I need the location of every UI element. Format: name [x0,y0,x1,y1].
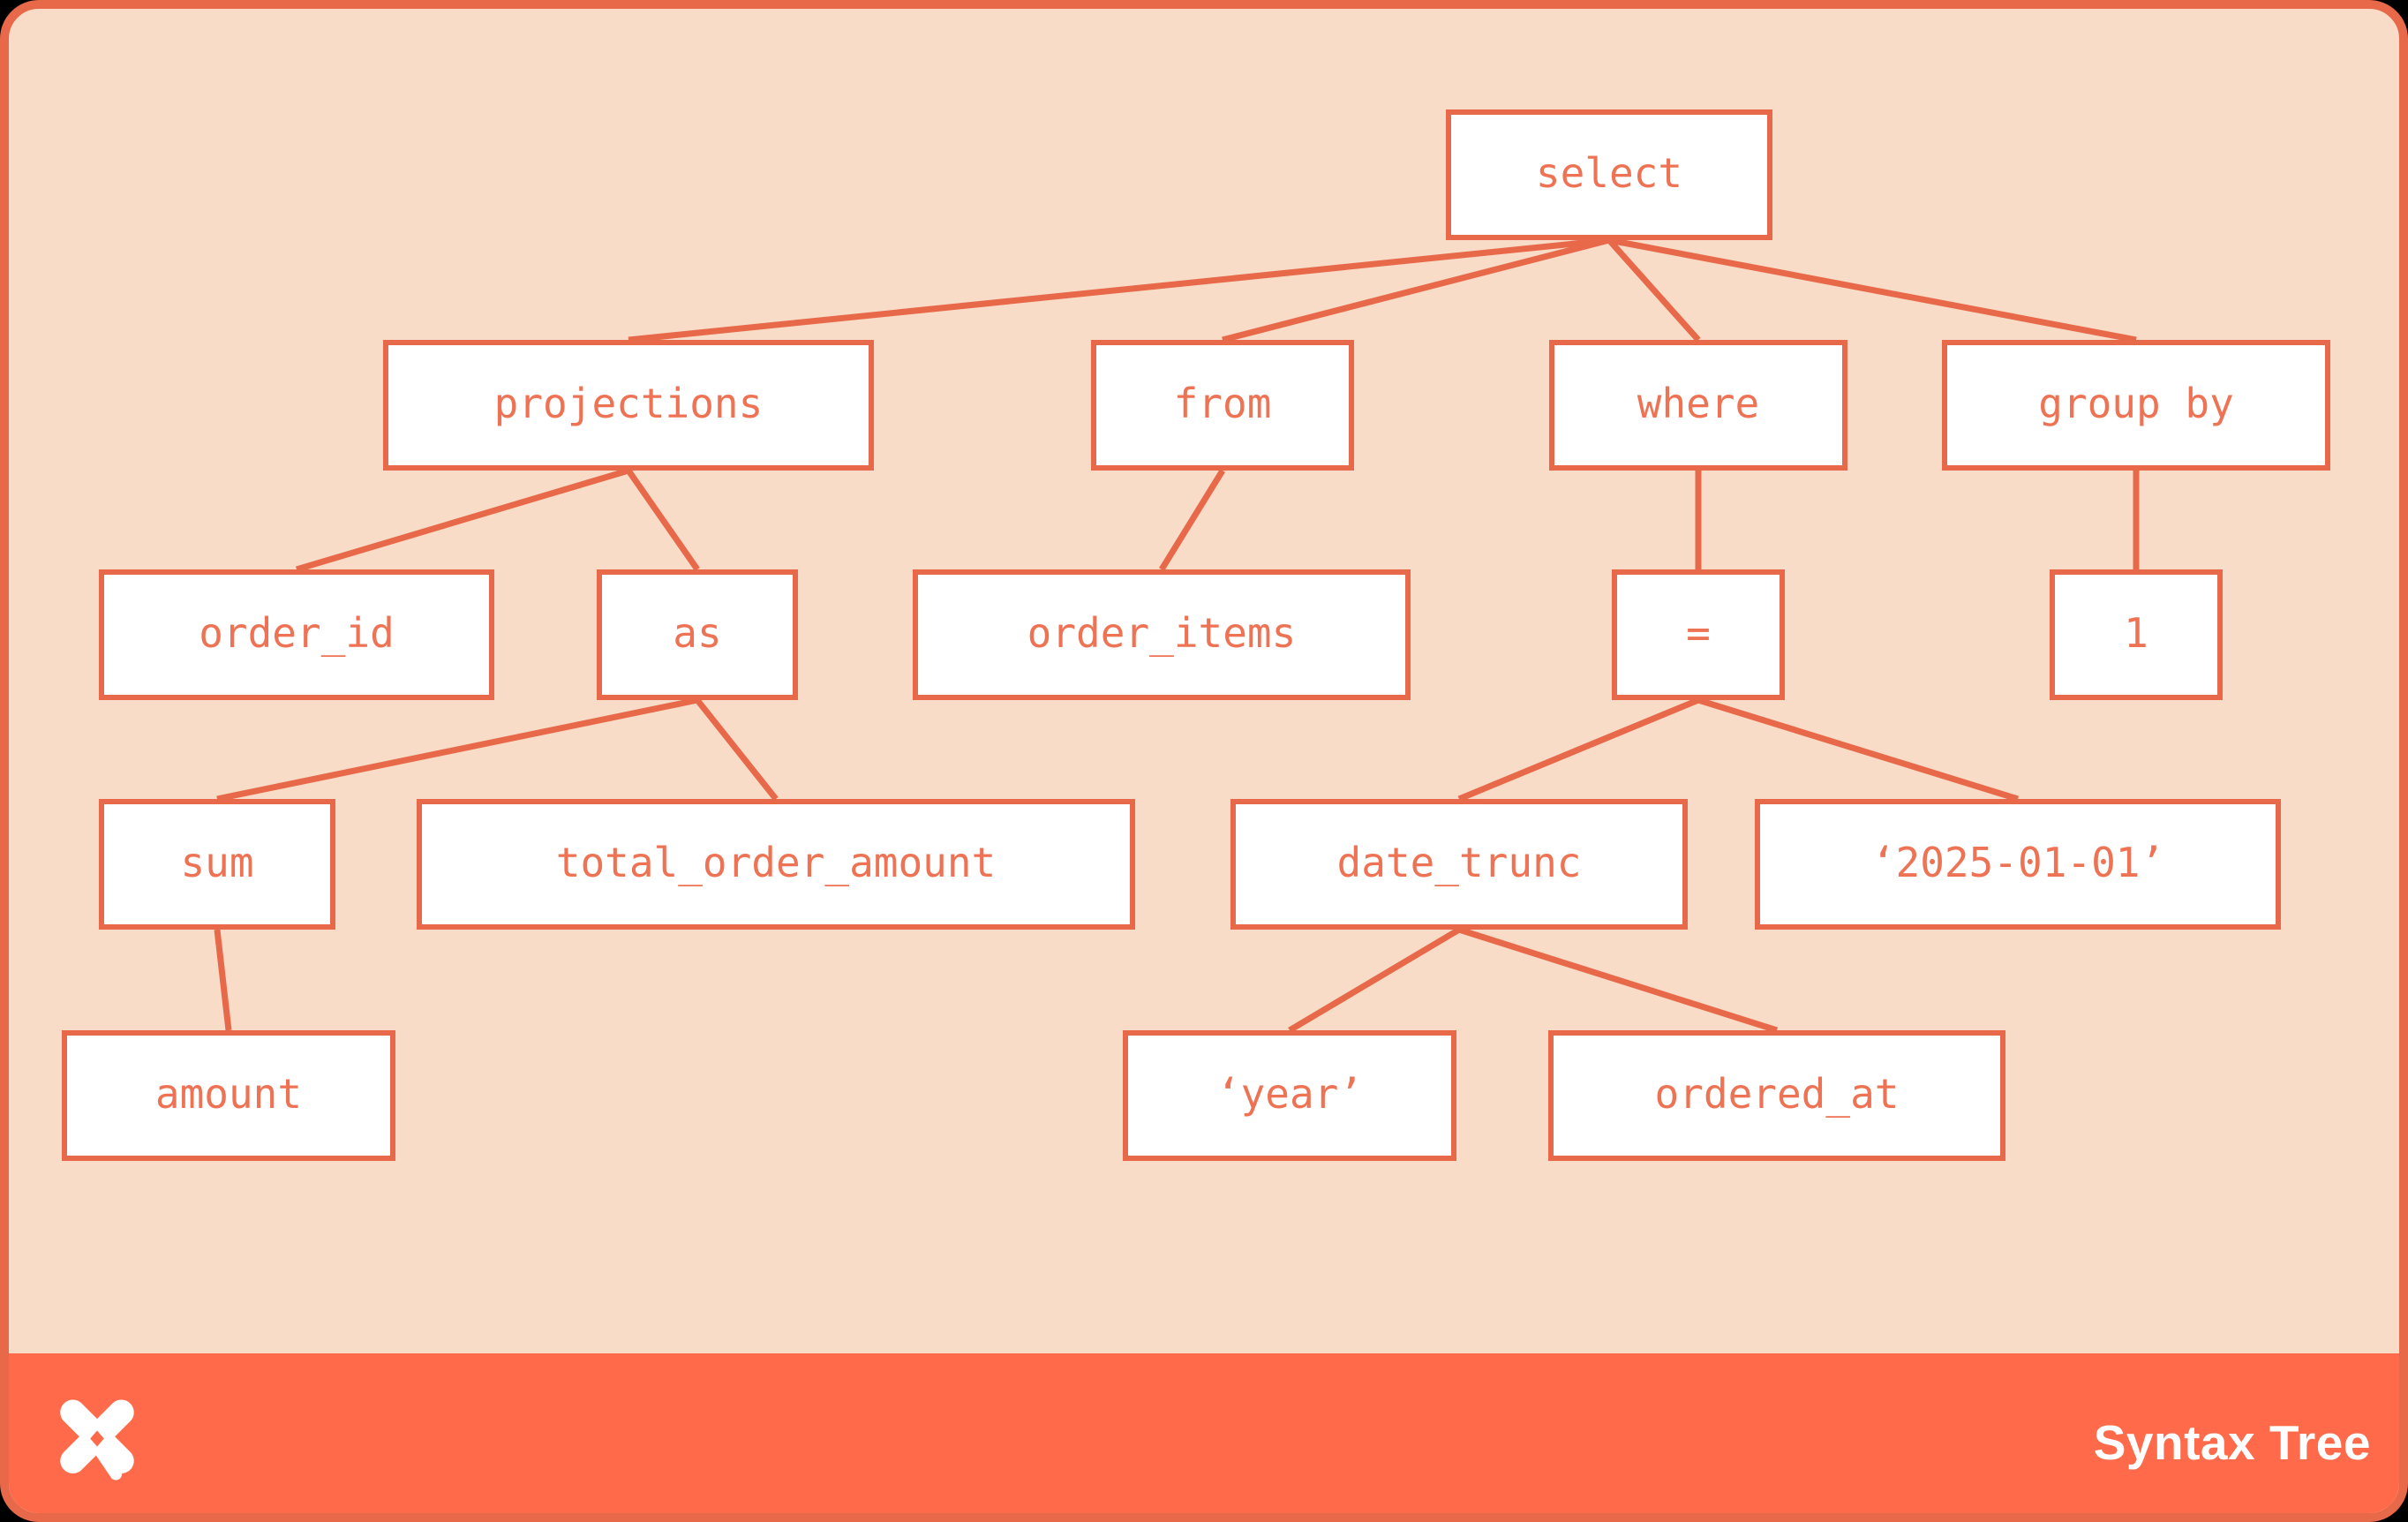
tree-edge [1222,237,1610,343]
tree-node-total_order_amount[interactable]: total_order_amount [417,799,1135,930]
tree-node-label: where [1637,380,1760,427]
tree-edge [628,237,1610,343]
tree-node-label: group by [2038,380,2234,427]
tree-node-label: select [1535,149,1683,197]
tree-node-label: order_id [199,609,395,657]
tree-node-date_literal[interactable]: ‘2025-01-01’ [1755,799,2281,930]
tree-node-label: 1 [2124,609,2148,657]
tree-node-label: sum [180,839,254,886]
tree-node-label: order_items [1027,609,1297,657]
footer-title: Syntax Tree [2093,1414,2371,1470]
x-butterfly-logo-icon [60,1399,134,1481]
tree-node-label: projections [493,380,764,427]
syntax-tree-canvas: select projections from where group by order_… [9,9,2399,1353]
tree-node-label: total_order_amount [555,839,997,886]
tree-edge [296,467,629,573]
tree-node-label: from [1173,380,1272,427]
tree-edge [1607,237,1701,343]
tree-node-year_literal[interactable]: ‘year’ [1123,1030,1456,1161]
tree-node-label: ‘year’ [1215,1070,1364,1118]
tree-edge [626,468,700,572]
tree-node-amount[interactable]: amount [62,1030,395,1161]
tree-node-one[interactable]: 1 [2050,569,2223,700]
tree-edge [214,929,232,1031]
tree-node-date_trunc[interactable]: date_trunc [1230,799,1688,930]
tree-node-group_by[interactable]: group by [1942,340,2330,471]
tree-edge [1697,697,2020,802]
tree-edge [695,697,779,802]
tree-node-from[interactable]: from [1091,340,1354,471]
tree-node-label: amount [154,1070,303,1118]
tree-node-label: = [1686,609,1711,657]
tree-node-label: as [673,609,722,657]
tree-edge [1159,469,1225,571]
tree-node-where[interactable]: where [1549,340,1847,471]
tree-node-as[interactable]: as [597,569,798,700]
tree-node-eq[interactable]: = [1612,569,1785,700]
tree-node-projections[interactable]: projections [383,340,874,471]
tree-edge [216,697,698,802]
tree-node-label: date_trunc [1336,839,1582,886]
tree-edge [1457,697,1700,802]
tree-node-ordered_at[interactable]: ordered_at [1548,1030,2005,1161]
tree-node-order_items[interactable]: order_items [913,569,1411,700]
tree-node-sum[interactable]: sum [99,799,335,930]
tree-node-label: ‘2025-01-01’ [1870,839,2165,886]
tree-edge [1457,926,1779,1034]
tree-node-label: ordered_at [1654,1070,1900,1118]
tree-node-order_id[interactable]: order_id [99,569,494,700]
tree-edge [1288,926,1461,1034]
footer-bar: Syntax Tree [9,1353,2399,1513]
tree-node-select[interactable]: select [1446,109,1772,240]
tree-edge [1608,237,2137,343]
